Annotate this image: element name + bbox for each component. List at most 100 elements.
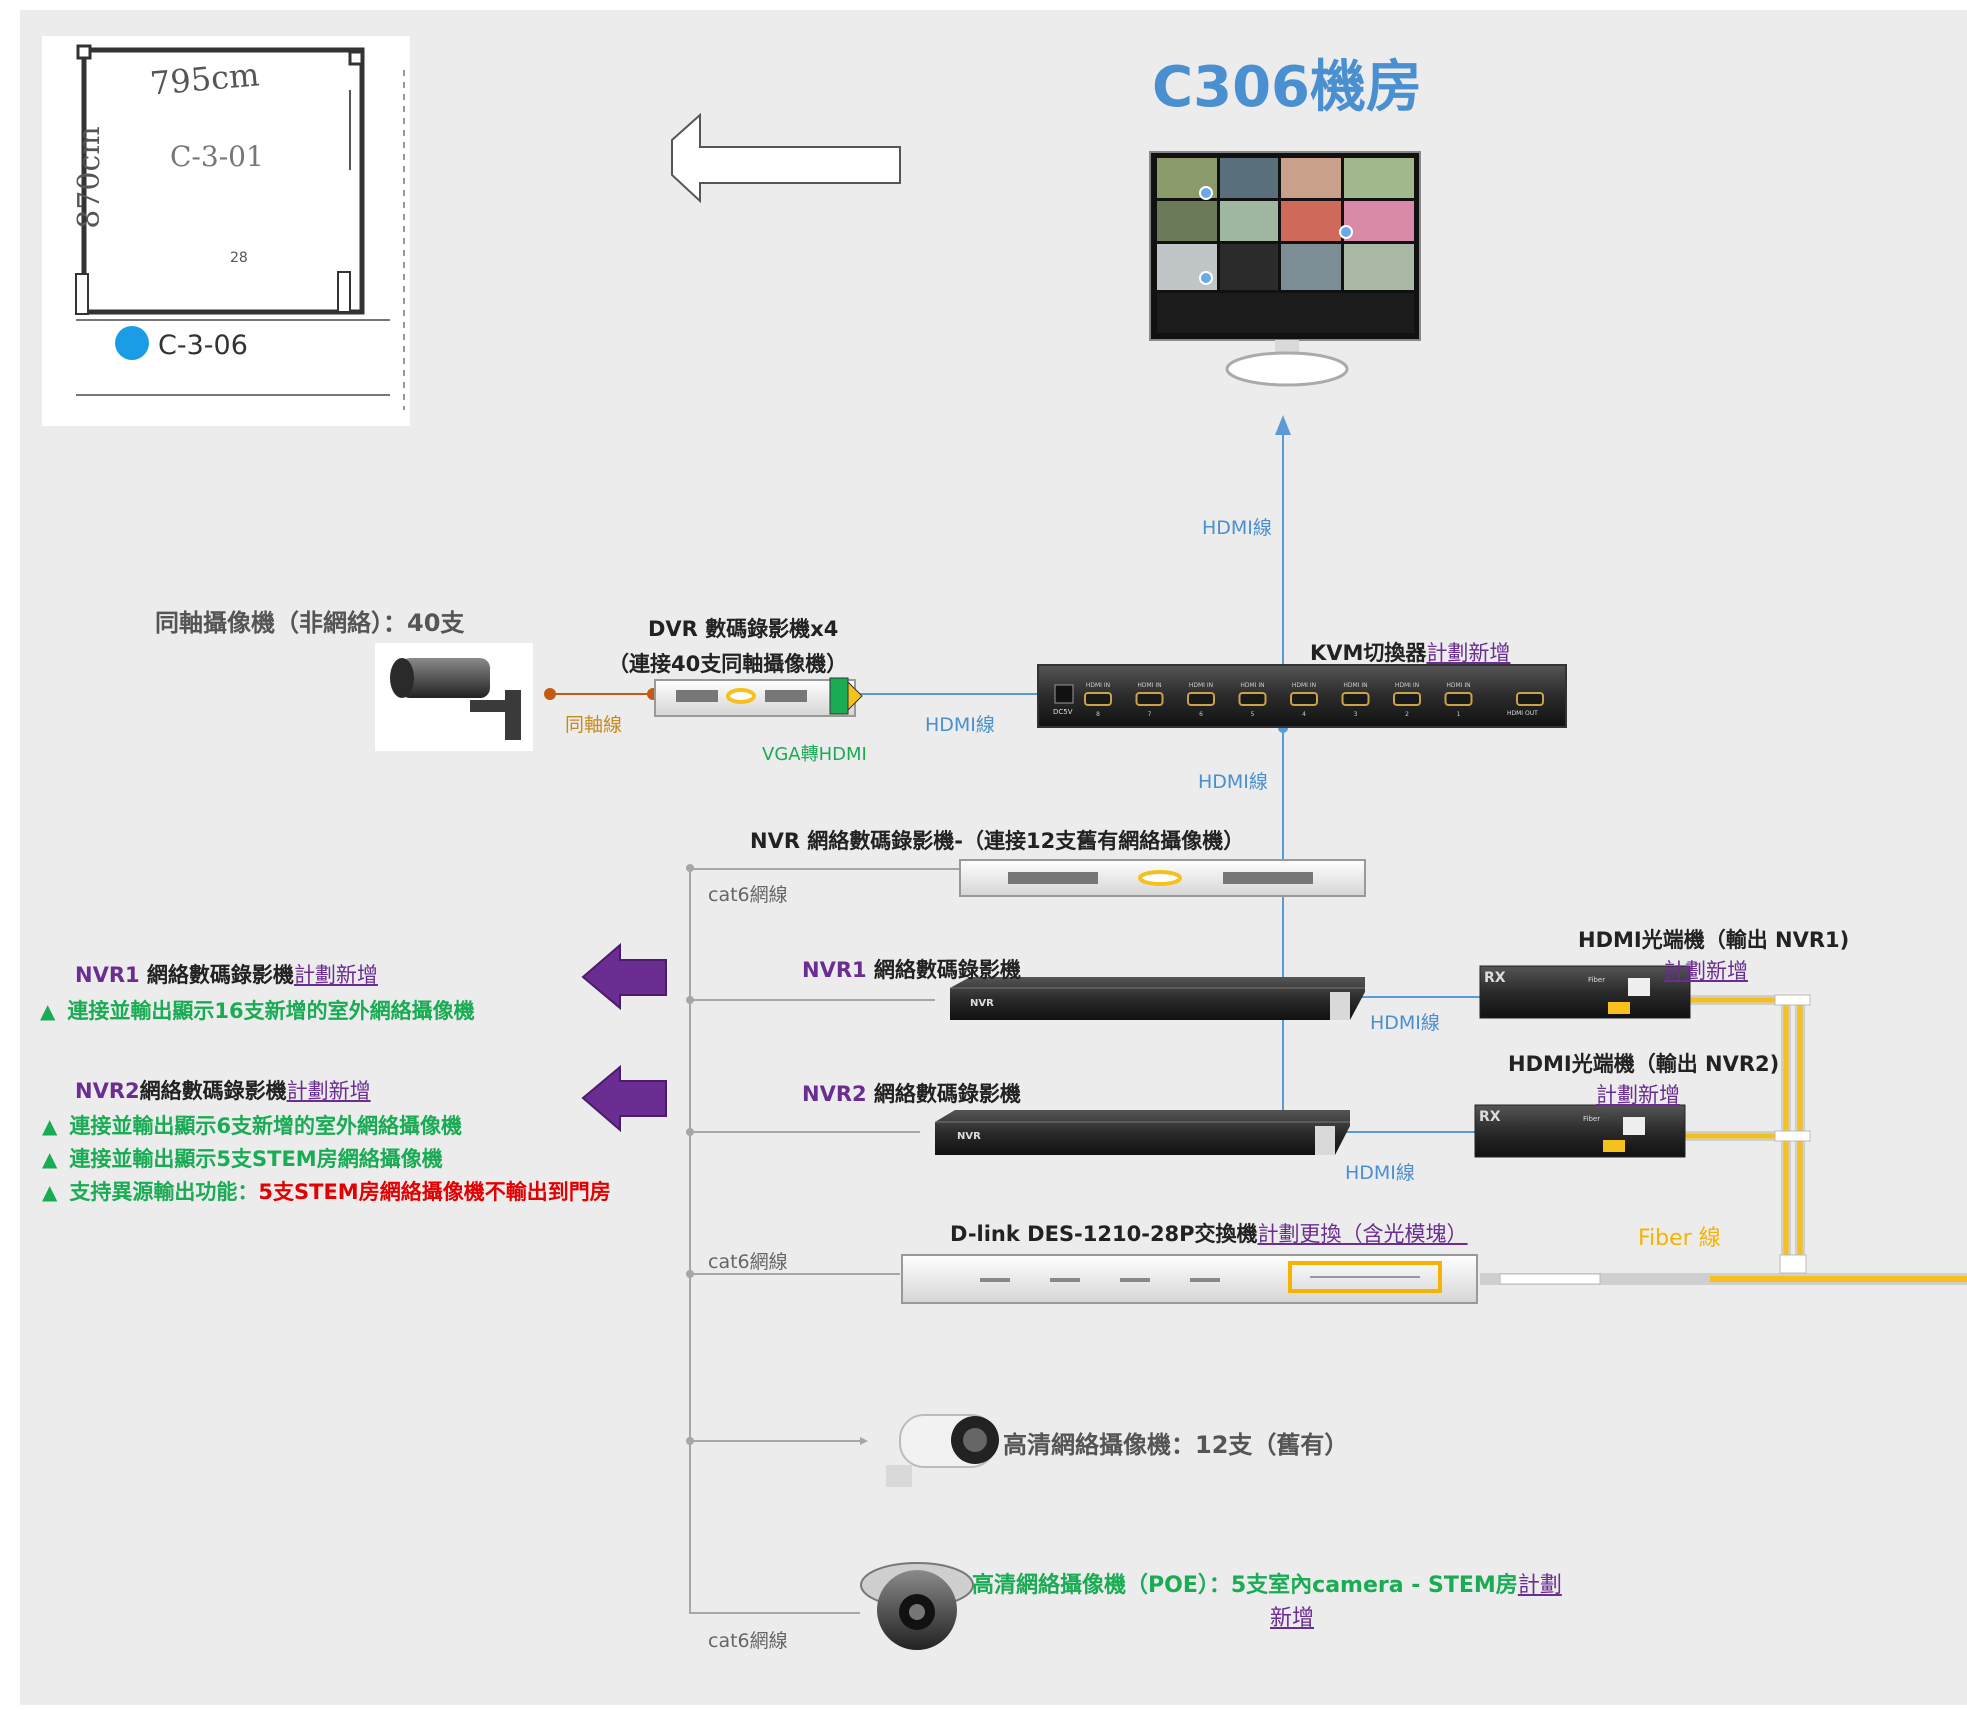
hdmi-label-nvr1: HDMI線 [1370, 1012, 1440, 1034]
kvm-port-number: 8 [1096, 711, 1100, 718]
kvm-port-in-label: HDMI IN [1189, 682, 1213, 689]
poe-camera-text: 高清網絡攝像機（POE）：5支室內camera - STEM房 [972, 1573, 1518, 1598]
nvr2-side [1315, 1126, 1335, 1155]
room-door [75, 273, 89, 315]
cctv-tile [1344, 158, 1414, 198]
kvm-hdmi-port [1341, 692, 1370, 706]
nvr1-note-label: 網絡數碼錄影機 [139, 963, 294, 987]
hdmi-label-dvr: HDMI線 [925, 714, 995, 736]
fiber-transceiver-2 [1474, 1104, 1686, 1158]
fiber-connector [1774, 994, 1811, 1006]
floor-plan-background [42, 36, 410, 426]
nvr2-note-item: ▲ 連接並輸出顯示6支新增的室外網絡攝像機 [42, 1110, 462, 1140]
camera-mount [505, 690, 521, 740]
vga-adapter-head [847, 680, 863, 712]
hdmi-label-kvm: HDMI線 [1198, 771, 1268, 793]
arrow-head-icon [860, 1437, 868, 1445]
monitor-icon [1149, 151, 1421, 387]
switch-port [1120, 1278, 1150, 1282]
cat6-label-2: cat6網線 [708, 1251, 788, 1273]
kvm-out-label: HDMI OUT [1507, 710, 1538, 717]
camera-lens-inner [963, 1428, 987, 1452]
cctv-tile [1281, 244, 1341, 290]
cctv-tile [1344, 244, 1414, 290]
kvm-hdmi-port [1238, 692, 1267, 706]
kvm-hdmi-port [1135, 692, 1164, 706]
camera-marker [1199, 271, 1213, 285]
camera-marker [1199, 186, 1213, 200]
cctv-tile [1220, 244, 1278, 290]
location-dot-icon [115, 326, 149, 360]
triangle-bullet-icon: ▲ [42, 1180, 58, 1204]
camera-lens [390, 658, 414, 698]
fiber2-plan-link[interactable]: 計劃新增 [1596, 1083, 1680, 1107]
triangle-bullet-icon: ▲ [42, 1114, 58, 1138]
cctv-tile [1157, 201, 1217, 241]
poe-camera-plan-link-2[interactable]: 新增 [1270, 1606, 1315, 1631]
fiber1-rx: RX [1484, 970, 1506, 986]
hdmi-label-nvr2: HDMI線 [1345, 1162, 1415, 1184]
poe-camera-label: 高清網絡攝像機（POE）：5支室內camera - STEM房計劃 [972, 1567, 1562, 1599]
fiber1-label: HDMI光端機（輸出 NVR1) [1578, 928, 1850, 952]
fiber-connector [1774, 1130, 1811, 1142]
kvm-port-in-label: HDMI IN [1292, 682, 1316, 689]
kvm-port-in-label: HDMI IN [1446, 682, 1470, 689]
nvr2-prefix: NVR2 [802, 1082, 867, 1106]
nvr1-note-prefix: NVR1 [75, 963, 140, 987]
dvr-title: DVR 數碼錄影機x4 [648, 617, 839, 641]
nvr2-brand: NVR [957, 1131, 981, 1142]
switch-port [1050, 1278, 1080, 1282]
switch-port [1190, 1278, 1220, 1282]
bullet-camera-icon [886, 1414, 999, 1487]
nvr1-note-plan-link[interactable]: 計劃新增 [293, 963, 378, 987]
dvr-indicator [726, 688, 756, 704]
fiber-transceiver-1 [1479, 965, 1691, 1019]
room-door [337, 271, 351, 313]
kvm-port-number: 4 [1302, 711, 1306, 718]
kvm-port-number: 5 [1251, 711, 1255, 718]
kvm-port-in-label: HDMI IN [1395, 682, 1419, 689]
kvm-port-number: 1 [1457, 711, 1461, 718]
floorplan-mark: 28 [230, 250, 248, 266]
cctv-tile [1220, 201, 1278, 241]
transceiver-fiber-port [1608, 1002, 1630, 1014]
nvr1-note-title: NVR1 網絡數碼錄影機計劃新增 [75, 959, 378, 989]
fiber1-plan-link[interactable]: 計劃新增 [1664, 959, 1748, 983]
kvm-hdmi-port [1187, 692, 1215, 706]
switch-name: D-link DES-1210-28P交換機 [950, 1222, 1258, 1246]
cctv-tile [1281, 158, 1341, 198]
page-title: C306機房 [1152, 55, 1422, 120]
left-arrow-icon [671, 112, 901, 204]
nvr-old-label: NVR 網絡數碼錄影機-（連接12支舊有網絡攝像機） [750, 829, 1245, 853]
nvr2-note-item-text: 連接並輸出顯示5支STEM房網絡攝像機 [69, 1147, 443, 1171]
cat6-label-3: cat6網線 [708, 1630, 788, 1652]
fiber2-rx: RX [1479, 1109, 1501, 1125]
nvr2-note-item-warning: 5支STEM房網絡攝像機不輸出到門房 [258, 1180, 611, 1204]
kvm-plan-link[interactable]: 計劃新增 [1426, 641, 1511, 665]
kvm-dc-label: DC5V [1053, 708, 1073, 716]
camera-mount [470, 700, 510, 712]
dvr-slot [765, 690, 807, 702]
nvr-slot [1008, 872, 1098, 884]
nvr2-title: NVR2 網絡數碼錄影機 [802, 1078, 1021, 1108]
nvr2-note-plan-link[interactable]: 計劃新增 [286, 1079, 371, 1103]
purple-arrow-icon [581, 942, 667, 1011]
floor-plan [42, 36, 410, 426]
cctv-tile [1344, 201, 1414, 241]
switch-port [980, 1278, 1010, 1282]
dvr-device [654, 677, 863, 717]
nvr1-title: NVR1 網絡數碼錄影機 [802, 954, 1021, 984]
poe-camera-plan-link[interactable]: 計劃 [1517, 1573, 1562, 1598]
triangle-bullet-icon: ▲ [40, 999, 56, 1023]
camera-marker [1339, 225, 1353, 239]
transceiver-port [1623, 1117, 1645, 1135]
hd-camera-label: 高清網絡攝像機：12支（舊有） [1003, 1431, 1349, 1459]
nvr2-note-item-text: 連接並輸出顯示6支新增的室外網絡攝像機 [69, 1114, 463, 1138]
nvr2-note-title: NVR2網絡數碼錄影機計劃新增 [75, 1075, 371, 1105]
coax-cable-label: 同軸線 [565, 714, 623, 736]
switch-plan-link[interactable]: 計劃更換（含光模塊） [1257, 1222, 1468, 1246]
cctv-tile [1157, 293, 1414, 333]
nvr-old-device [959, 859, 1366, 897]
